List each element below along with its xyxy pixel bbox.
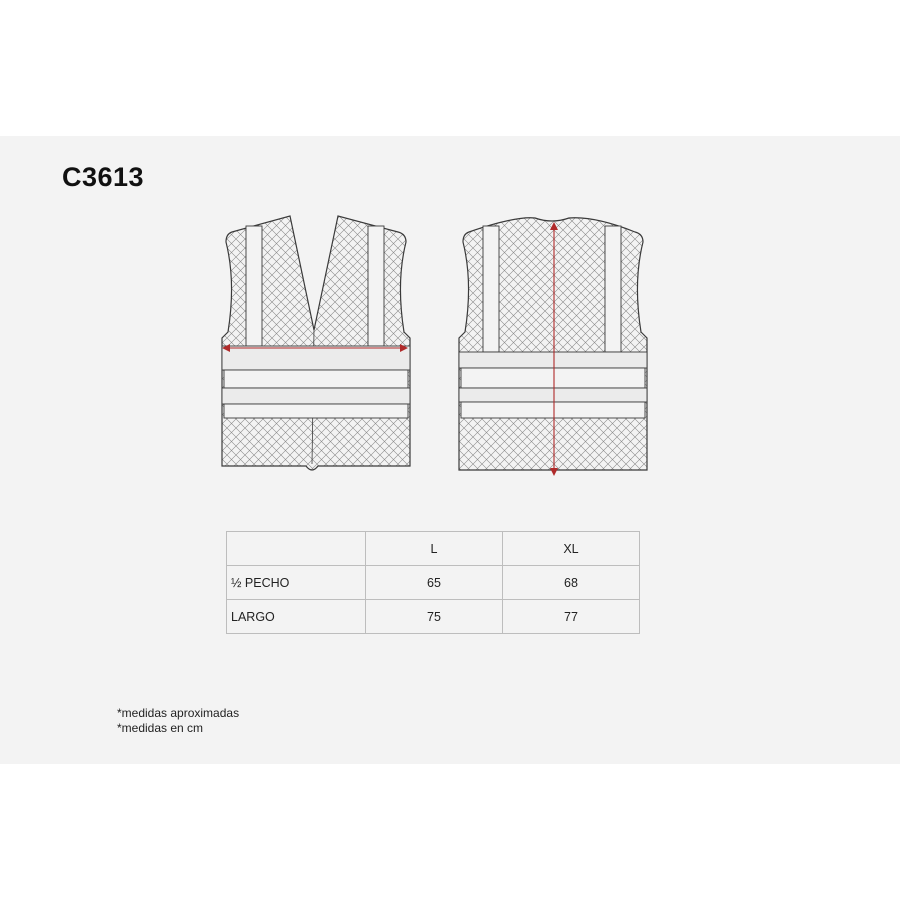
spec-sheet-background [0,136,900,764]
table-row-length: LARGO 75 77 [226,599,640,634]
chest-value-l: 65 [365,565,503,600]
footnotes: *medidas aproximadas *medidas en cm [117,706,239,736]
table-corner-cell [226,531,366,566]
size-header-xl: XL [502,531,640,566]
footnote-units: *medidas en cm [117,721,204,735]
size-header-l: L [365,531,503,566]
table-row-chest: ½ PECHO 65 68 [226,565,640,600]
row-label-length: LARGO [226,599,366,634]
footnote-approximate: *medidas aproximadas [117,706,240,720]
length-value-xl: 77 [502,599,640,634]
vest-front-icon [221,215,411,471]
vest-back-icon [458,217,648,476]
product-code: C3613 [62,162,145,192]
length-value-l: 75 [365,599,503,634]
row-label-chest: ½ PECHO [226,565,366,600]
chest-value-xl: 68 [502,565,640,600]
size-table: L XL ½ PECHO 65 68 LARGO 75 77 [226,531,640,634]
table-header-row: L XL [226,531,640,566]
